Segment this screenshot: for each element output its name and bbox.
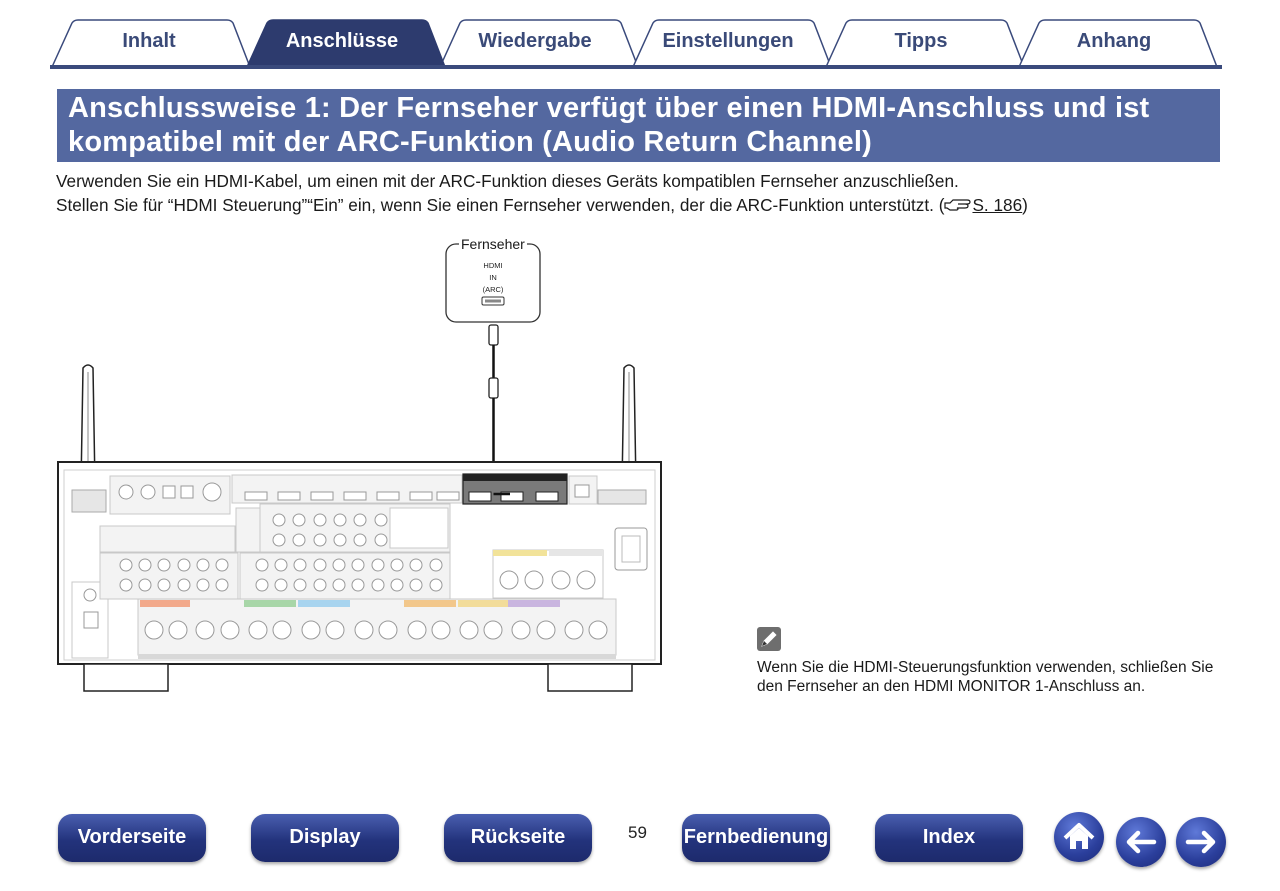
page-reference-link[interactable]: S. 186 xyxy=(972,195,1023,215)
cable-plug-mid xyxy=(488,377,499,399)
cable-plug-top xyxy=(488,324,499,346)
tab-inhalt[interactable]: Inhalt xyxy=(122,30,176,52)
arrow-right-icon xyxy=(1185,830,1216,854)
intro-line-2: Stellen Sie für “HDMI Steuerung”“Ein” ei… xyxy=(56,195,1028,216)
display-button[interactable]: Display xyxy=(251,814,399,862)
note-text: Wenn Sie die HDMI-Steuerungsfunktion ver… xyxy=(757,659,1214,695)
rear-panel-button[interactable]: Rückseite xyxy=(444,814,592,862)
tab-anhang[interactable]: Anhang xyxy=(1076,30,1152,52)
previous-page-button[interactable] xyxy=(1116,817,1166,867)
pencil-icon xyxy=(757,627,781,651)
ref-close: ) xyxy=(1022,195,1028,215)
home-button[interactable] xyxy=(1054,812,1104,862)
tv-port-label-1: HDMI xyxy=(483,261,503,270)
front-panel-button[interactable]: Vorderseite xyxy=(58,814,206,862)
receiver-foot-right xyxy=(547,663,633,692)
tab-bar-shapes xyxy=(50,19,1222,69)
connection-diagram xyxy=(57,243,662,692)
intro-line-1: Verwenden Sie ein HDMI-Kabel, um einen m… xyxy=(56,171,959,191)
intro-line-2-text: Stellen Sie für “HDMI Steuerung”“Ein” ei… xyxy=(56,195,934,215)
tv-port-label-2: IN xyxy=(489,273,497,282)
home-icon xyxy=(1063,823,1095,849)
tv-label: Fernseher xyxy=(459,236,527,252)
tv-port-label-3: (ARC) xyxy=(482,285,504,294)
tab-wiedergabe[interactable]: Wiedergabe xyxy=(478,30,592,52)
tv-box xyxy=(445,243,541,323)
tab-anschluesse[interactable]: Anschlüsse xyxy=(285,30,399,52)
page-number: 59 xyxy=(628,823,647,842)
ref-open: ( xyxy=(938,195,945,215)
pointing-hand-icon xyxy=(944,199,972,211)
tab-tipps[interactable]: Tipps xyxy=(894,30,948,52)
arrow-left-icon xyxy=(1126,830,1157,854)
remote-control-button[interactable]: Fernbedienung xyxy=(682,814,830,862)
tab-bar: Inhalt Anschlüsse Wiedergabe Einstellung… xyxy=(50,18,1222,70)
receiver-foot-left xyxy=(83,663,169,692)
page-title: Anschlussweise 1: Der Fernseher verfügt … xyxy=(57,89,1220,162)
tab-einstellungen[interactable]: Einstellungen xyxy=(662,30,794,52)
index-button[interactable]: Index xyxy=(875,814,1023,862)
next-page-button[interactable] xyxy=(1176,817,1226,867)
